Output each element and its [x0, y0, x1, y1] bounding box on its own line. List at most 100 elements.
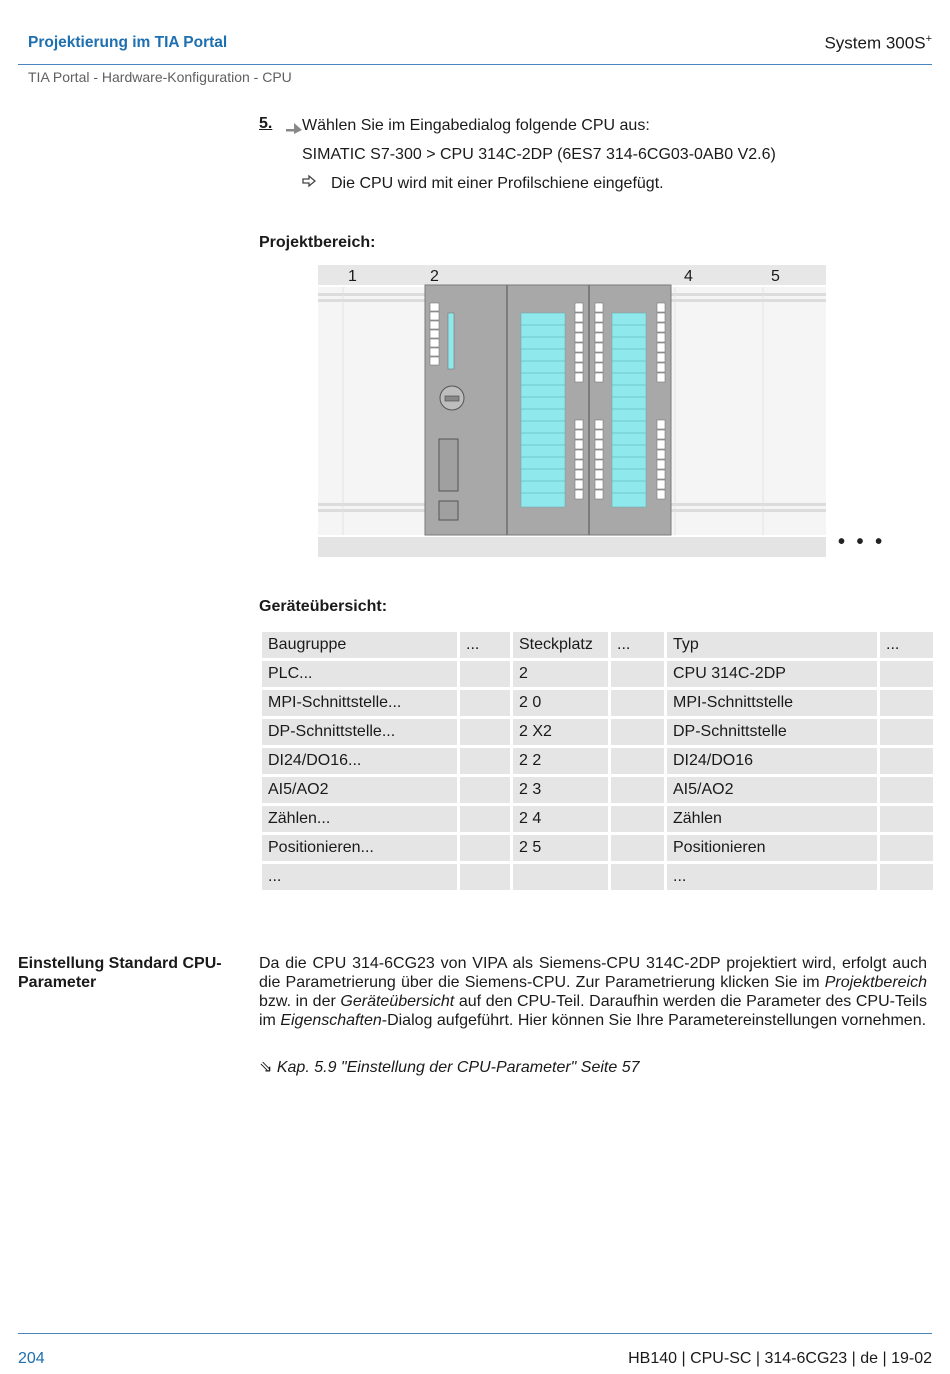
column-header[interactable]: ... [460, 632, 510, 658]
para-emphasis: Eigenschaften [280, 1012, 382, 1029]
slot-label-5: 5 [771, 268, 780, 285]
cell-empty [611, 719, 664, 745]
cell-type: MPI-Schnittstelle [667, 690, 877, 716]
cell-empty [460, 835, 510, 861]
table-header-row: Baugruppe ... Steckplatz ... Typ ... [262, 632, 933, 658]
cpu-parameters-side-heading: Einstellung Standard CPU-Parameter [18, 955, 222, 991]
para-text: auf den CPU-Teil. Daraufhin werden die P… [259, 993, 927, 1029]
cell-empty [460, 864, 510, 890]
document-id: HB140 | CPU-SC | 314-6CG23 | de | 19-02 [628, 1350, 932, 1367]
step-selection: SIMATIC S7-300 > CPU 314C-2DP (6ES7 314-… [302, 146, 776, 163]
project-area-heading: Projektbereich: [259, 234, 376, 251]
cell-empty [460, 748, 510, 774]
project-area-rack[interactable]: 1 2 4 5 [318, 265, 826, 557]
cell-empty [611, 835, 664, 861]
cell-empty [611, 777, 664, 803]
cell-slot [513, 864, 608, 890]
product-title: System 300S+ [824, 33, 932, 54]
cell-type: ... [667, 864, 877, 890]
cell-type: DP-Schnittstelle [667, 719, 877, 745]
step-arrow-icon [286, 123, 302, 134]
cell-empty [880, 864, 933, 890]
column-header[interactable]: Steckplatz [513, 632, 608, 658]
table-row[interactable]: PLC... 2 CPU 314C-2DP [262, 661, 933, 687]
cell-empty [880, 806, 933, 832]
product-sup: + [925, 33, 932, 45]
cell-module: Zählen... [262, 806, 457, 832]
product-name: System 300S [824, 33, 926, 53]
step-instruction: Wählen Sie im Eingabedialog folgende CPU… [302, 117, 650, 134]
cell-type: AI5/AO2 [667, 777, 877, 803]
cell-slot: 2 4 [513, 806, 608, 832]
cell-empty [611, 864, 664, 890]
cell-module: DP-Schnittstelle... [262, 719, 457, 745]
cell-module: PLC... [262, 661, 457, 687]
para-text: -Dialog aufgeführt. Hier können Sie Ihre… [381, 1012, 927, 1029]
cross-reference-link[interactable]: ⇘ Kap. 5.9 "Einstellung der CPU-Paramete… [259, 1057, 640, 1077]
cpu-module[interactable] [424, 284, 672, 536]
para-text: bzw. in der [259, 993, 341, 1010]
step-result: Die CPU wird mit einer Profilschiene ein… [331, 175, 664, 192]
table-row[interactable]: AI5/AO2 2 3 AI5/AO2 [262, 777, 933, 803]
device-overview-table: Baugruppe ... Steckplatz ... Typ ... PLC… [259, 629, 936, 893]
slot-label-2: 2 [430, 268, 439, 285]
cell-empty [611, 690, 664, 716]
cell-empty [880, 748, 933, 774]
cell-empty [460, 690, 510, 716]
more-modules-ellipsis: • • • [838, 531, 886, 553]
cell-slot: 2 5 [513, 835, 608, 861]
table-row[interactable]: Zählen... 2 4 Zählen [262, 806, 933, 832]
xref-text: Kap. 5.9 "Einstellung der CPU-Parameter"… [276, 1059, 640, 1076]
result-arrow-icon [302, 174, 316, 188]
cell-empty [460, 777, 510, 803]
para-text: Da die CPU 314-6CG23 von VIPA als Siemen… [259, 955, 927, 991]
slot-label-4: 4 [684, 268, 693, 285]
cell-type: CPU 314C-2DP [667, 661, 877, 687]
column-header[interactable]: ... [880, 632, 933, 658]
para-emphasis: Geräteübersicht [340, 993, 455, 1010]
table-row[interactable]: MPI-Schnittstelle... 2 0 MPI-Schnittstel… [262, 690, 933, 716]
table-row[interactable]: DI24/DO16... 2 2 DI24/DO16 [262, 748, 933, 774]
cell-slot: 2 [513, 661, 608, 687]
cell-module: AI5/AO2 [262, 777, 457, 803]
cell-type: Zählen [667, 806, 877, 832]
cell-empty [880, 661, 933, 687]
cpu-parameters-paragraph: Da die CPU 314-6CG23 von VIPA als Siemen… [259, 954, 927, 1030]
cell-empty [460, 719, 510, 745]
chapter-title: Projektierung im TIA Portal [28, 34, 228, 51]
cell-empty [611, 661, 664, 687]
cell-empty [880, 777, 933, 803]
cell-type: DI24/DO16 [667, 748, 877, 774]
device-overview-heading: Geräteübersicht: [259, 598, 388, 615]
column-header[interactable]: Baugruppe [262, 632, 457, 658]
cell-module: ... [262, 864, 457, 890]
section-subtitle: TIA Portal - Hardware-Konfiguration - CP… [28, 69, 292, 85]
xref-arrow-icon: ⇘ [259, 1059, 273, 1076]
cell-slot: 2 3 [513, 777, 608, 803]
cell-slot: 2 X2 [513, 719, 608, 745]
cell-slot: 2 2 [513, 748, 608, 774]
cell-type: Positionieren [667, 835, 877, 861]
cell-empty [460, 806, 510, 832]
header-rule [18, 64, 932, 65]
cell-module: Positionieren... [262, 835, 457, 861]
page-number: 204 [18, 1350, 45, 1367]
cell-empty [880, 835, 933, 861]
column-header[interactable]: ... [611, 632, 664, 658]
step-number: 5. [259, 115, 273, 132]
cell-module: DI24/DO16... [262, 748, 457, 774]
cell-empty [880, 719, 933, 745]
table-row[interactable]: ... ... [262, 864, 933, 890]
cell-slot: 2 0 [513, 690, 608, 716]
cell-empty [880, 690, 933, 716]
cell-empty [611, 748, 664, 774]
cell-module: MPI-Schnittstelle... [262, 690, 457, 716]
column-header[interactable]: Typ [667, 632, 877, 658]
para-emphasis: Projektbereich [824, 974, 927, 991]
table-row[interactable]: Positionieren... 2 5 Positionieren [262, 835, 933, 861]
cell-empty [460, 661, 510, 687]
table-row[interactable]: DP-Schnittstelle... 2 X2 DP-Schnittstell… [262, 719, 933, 745]
cell-empty [611, 806, 664, 832]
slot-label-1: 1 [348, 268, 357, 285]
footer-rule [18, 1333, 932, 1334]
